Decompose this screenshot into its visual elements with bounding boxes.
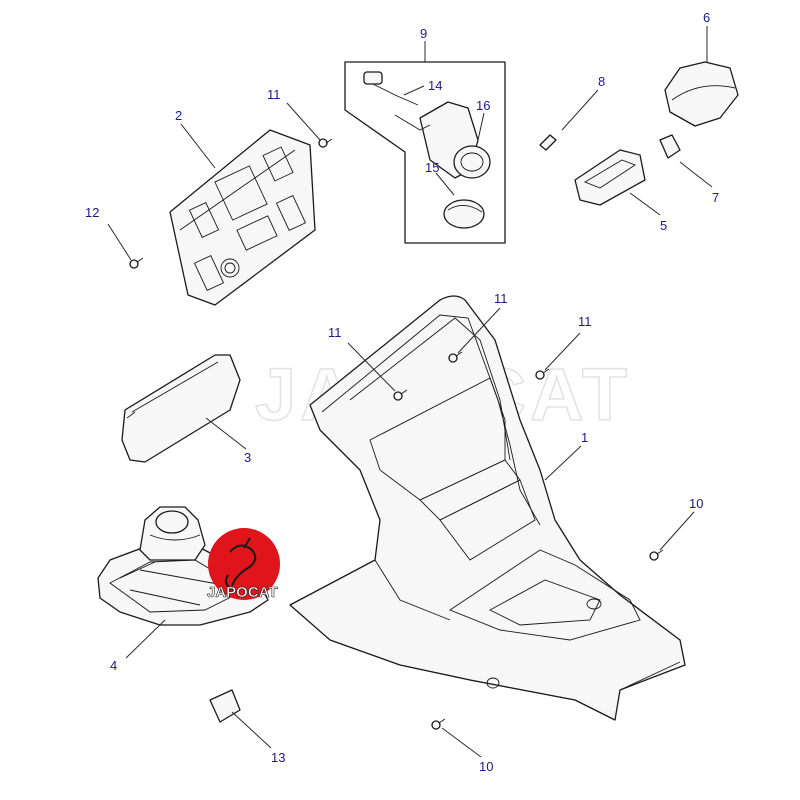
callout-12: 12 bbox=[85, 205, 99, 220]
callout-5: 5 bbox=[660, 218, 667, 233]
part-5-ashtray bbox=[574, 149, 646, 206]
screw-11c bbox=[448, 351, 463, 363]
callout-16: 16 bbox=[476, 98, 490, 113]
screw-10a bbox=[649, 549, 664, 561]
part-9-lighter-assembly bbox=[344, 61, 506, 244]
logo-text: JAPOCAT bbox=[207, 584, 278, 601]
part-4-gear-boot bbox=[97, 506, 269, 626]
japocat-logo: JAPOCAT bbox=[207, 528, 280, 601]
callout-15: 15 bbox=[425, 160, 439, 175]
screw-11b bbox=[393, 389, 408, 401]
callout-9: 9 bbox=[420, 26, 427, 41]
callout-11-top: 11 bbox=[267, 87, 281, 102]
callout-4: 4 bbox=[110, 658, 117, 673]
callout-2: 2 bbox=[175, 108, 182, 123]
screw-11d bbox=[535, 368, 550, 380]
screw-12 bbox=[129, 257, 144, 269]
callout-8: 8 bbox=[598, 74, 605, 89]
callouts: 9 14 16 15 8 6 7 5 2 11 12 11 11 11 3 1 … bbox=[85, 10, 719, 774]
part-3-storage-lid bbox=[121, 354, 241, 463]
screw-11a bbox=[318, 138, 333, 148]
part-13-clip bbox=[209, 689, 241, 723]
callout-11-console-left: 11 bbox=[328, 325, 342, 340]
leader-lines bbox=[107, 26, 713, 758]
part-2-switch-panel bbox=[169, 129, 316, 306]
callout-10-right: 10 bbox=[689, 496, 703, 511]
part-7-clip bbox=[659, 134, 681, 159]
screw-10b bbox=[431, 718, 446, 730]
callout-14: 14 bbox=[428, 78, 442, 93]
screws bbox=[129, 138, 664, 730]
callout-10-bottom: 10 bbox=[479, 759, 493, 774]
callout-11-console-right: 11 bbox=[578, 314, 592, 329]
callout-1: 1 bbox=[581, 430, 588, 445]
part-8-pin bbox=[539, 134, 557, 151]
callout-7: 7 bbox=[712, 190, 719, 205]
part-6-cover bbox=[664, 61, 739, 127]
callout-13: 13 bbox=[271, 750, 285, 765]
part-1-center-console bbox=[289, 295, 686, 721]
callout-6: 6 bbox=[703, 10, 710, 25]
callout-11-console-center: 11 bbox=[494, 291, 508, 306]
callout-3: 3 bbox=[244, 450, 251, 465]
logo-emblem-icon bbox=[225, 537, 257, 591]
